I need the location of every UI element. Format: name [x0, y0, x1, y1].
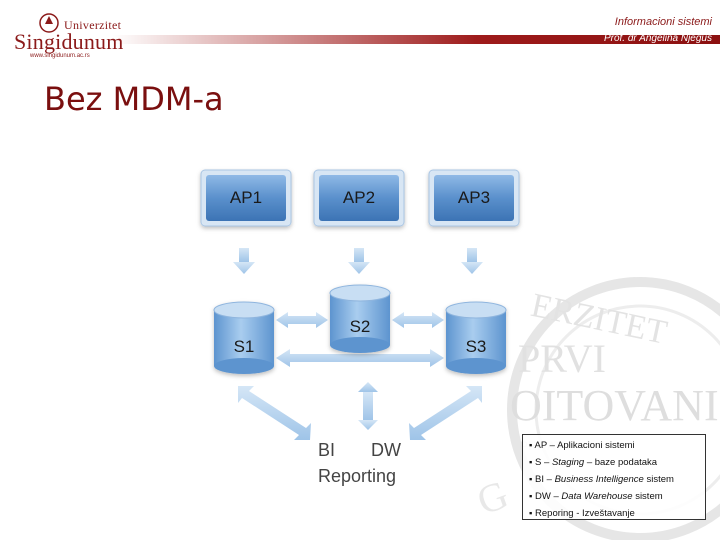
- legend-dash: –: [553, 491, 559, 502]
- svg-text:OITOVANI: OITOVANI: [510, 381, 719, 430]
- ap3-label: AP3: [458, 188, 490, 207]
- s1-label: S1: [234, 337, 255, 356]
- legend-term: Business Intelligence: [554, 474, 644, 485]
- legend-dash: –: [549, 440, 555, 451]
- course-title: Informacioni sistemi: [614, 16, 712, 28]
- legend-dash: -: [576, 508, 580, 519]
- header-bar: [112, 35, 720, 44]
- arrow-ap1-s1: [233, 248, 255, 274]
- legend-item: BI – Business Intelligence sistem: [529, 471, 705, 488]
- professor-name: Prof. dr Angelina Njeguš: [603, 33, 712, 44]
- legend-abbr: BI: [529, 474, 544, 485]
- reporting-label: Reporting: [318, 466, 397, 486]
- logo-top-text: Univerzitet: [64, 18, 122, 32]
- legend-item: S – Staging – baze podataka: [529, 454, 705, 471]
- legend-text: sistem: [635, 491, 663, 502]
- legend-item: DW – Data Warehouse sistem: [529, 488, 705, 505]
- legend-text: Aplikacioni sistemi: [557, 440, 635, 451]
- arrow-s1-s3: [276, 349, 444, 367]
- arrow-s3-dw: [409, 386, 482, 440]
- legend-term: Data Warehouse: [561, 491, 633, 502]
- legend-text: – baze podataka: [586, 457, 658, 468]
- svg-text:PRVI: PRVI: [518, 336, 606, 381]
- university-logo: Univerzitet Singidunum www.singidunum.ac…: [8, 12, 123, 59]
- university-seal-watermark: ERZITET PRVI OITOVANI PRIVATNI G: [471, 277, 720, 540]
- ap2-label: AP2: [343, 188, 375, 207]
- logo-main-text: Singidunum: [14, 29, 124, 54]
- legend-term: Staging: [551, 457, 585, 468]
- bi-label: BI: [318, 440, 336, 460]
- arrow-ap3-s3: [461, 248, 483, 274]
- slide-title: Bez MDM-a: [44, 80, 224, 118]
- legend-box: AP – Aplikacioni sistemi S – Staging – b…: [522, 434, 706, 520]
- legend-text: sistem: [646, 474, 674, 485]
- legend-abbr: DW: [529, 491, 551, 502]
- legend-item: Reporing - Izveštavanje: [529, 505, 705, 522]
- s3-label: S3: [466, 337, 487, 356]
- s2-label: S2: [350, 317, 371, 336]
- legend-abbr: Reporing: [529, 508, 574, 519]
- s2-cylinder: [329, 284, 391, 353]
- arrow-ap2-s2: [348, 248, 370, 274]
- arrow-s1-s2: [276, 312, 328, 328]
- legend-item: AP – Aplikacioni sistemi: [529, 437, 705, 454]
- legend-dash: –: [544, 457, 550, 468]
- s1-cylinder: [213, 301, 275, 374]
- ap3-box: [428, 169, 520, 227]
- arrow-s2-dw: [358, 382, 378, 430]
- legend-text: Izveštavanje: [582, 508, 635, 519]
- arrow-s2-s3: [392, 312, 444, 328]
- arrow-s1-bi: [238, 386, 311, 440]
- logo-url-text: www.singidunum.ac.rs: [30, 53, 90, 59]
- crest-icon: [39, 13, 59, 33]
- legend-dash: –: [546, 474, 552, 485]
- legend-abbr: AP: [529, 440, 547, 451]
- dw-label: DW: [371, 440, 401, 460]
- ap1-box: [200, 169, 292, 227]
- ap1-label: AP1: [230, 188, 262, 207]
- legend-abbr: S: [529, 457, 541, 468]
- ap2-box: [313, 169, 405, 227]
- s3-cylinder: [445, 301, 507, 374]
